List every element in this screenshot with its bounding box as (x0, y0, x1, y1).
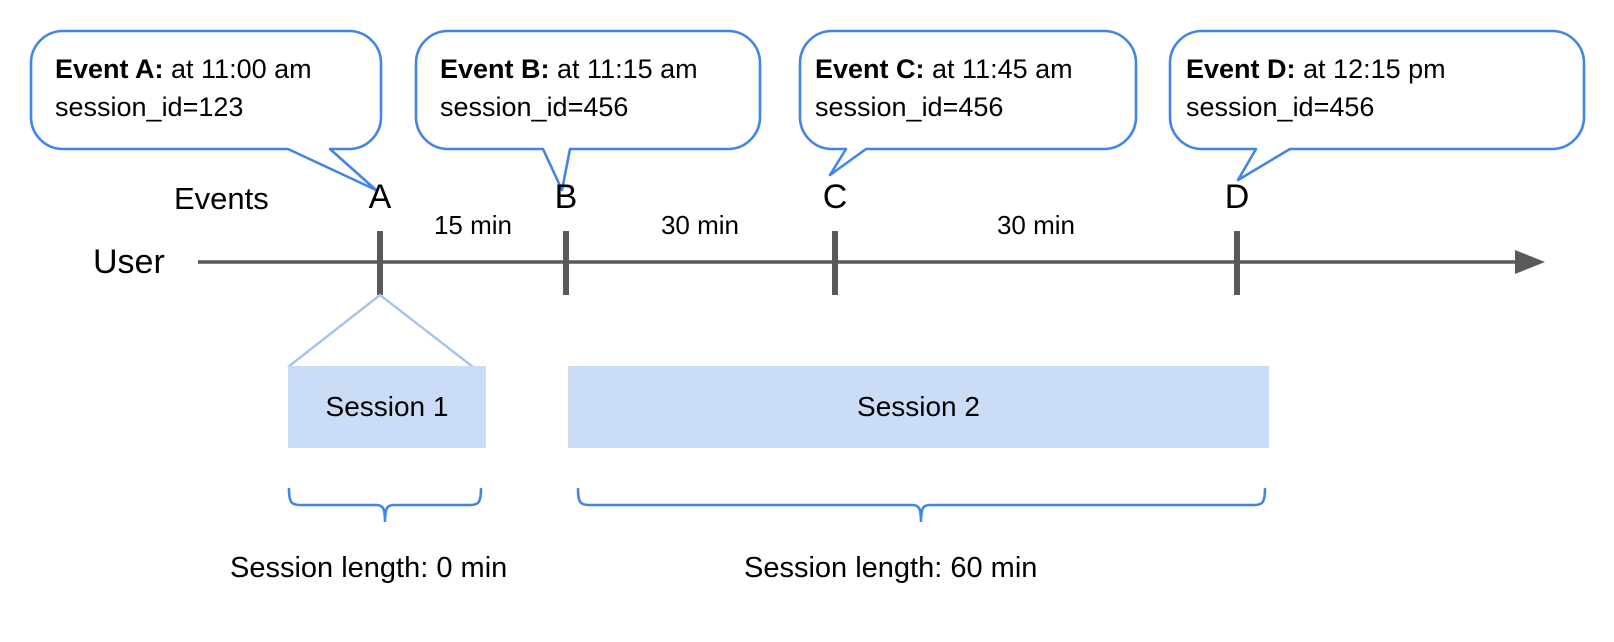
session-1-tent-lines (287, 293, 474, 368)
event-letter-c: C (822, 178, 848, 216)
user-row-label: User (93, 243, 165, 281)
event-ticks (377, 231, 1240, 295)
axis-arrowhead (1515, 250, 1545, 274)
gap-label-a-b: 15 min (433, 210, 513, 240)
session-1-tent (287, 293, 474, 368)
callout-shape-b (414, 29, 762, 192)
callout-shape-c (798, 29, 1138, 177)
callout-bubble-a (29, 29, 383, 192)
gap-label-b-c: 30 min (660, 210, 740, 240)
callout-bubble-b (414, 29, 762, 192)
session-1-bar (288, 366, 486, 448)
session-2-label: Session 2 (857, 391, 980, 422)
session-2-bar (568, 366, 1269, 448)
timeline-axis (198, 250, 1545, 274)
event-letter-a: A (368, 178, 392, 216)
callout-bubble-d (1168, 29, 1586, 182)
events-row-label: Events (174, 181, 269, 216)
callout-bubble-c (798, 29, 1138, 177)
callout-shape-a (29, 29, 383, 192)
session-2-brace (576, 487, 1267, 523)
callout-shape-d (1168, 29, 1586, 182)
event-letter-d: D (1224, 178, 1250, 216)
session-1-brace (287, 487, 483, 523)
session-2-length-label: Session length: 60 min (744, 552, 1038, 584)
event-letter-b: B (554, 178, 578, 216)
session-1-length-label: Session length: 0 min (230, 552, 508, 584)
gap-label-c-d: 30 min (996, 210, 1076, 240)
session-1-label: Session 1 (325, 391, 449, 422)
